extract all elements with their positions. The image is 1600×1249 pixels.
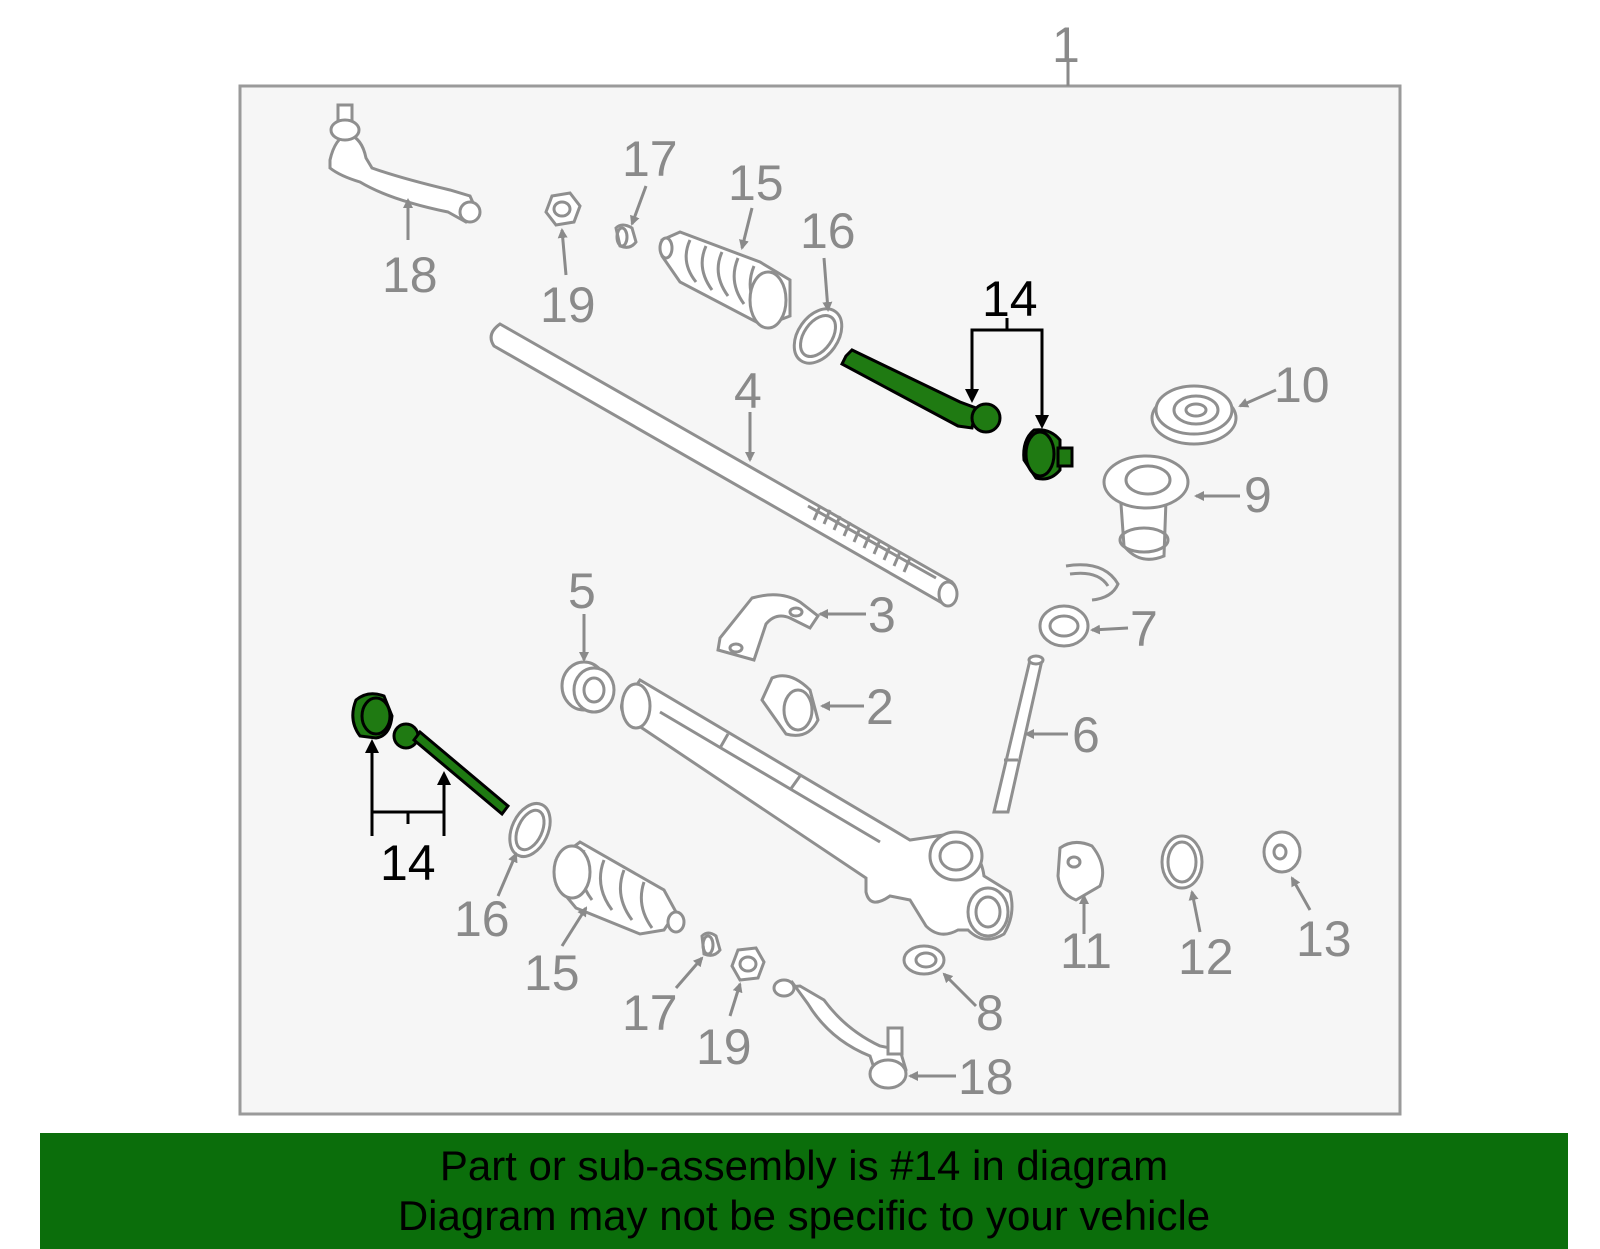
part-snap-ring <box>1065 563 1120 602</box>
part-11-plug <box>1056 841 1105 902</box>
part-18-tie-rod-end-bottom <box>772 978 908 1090</box>
callout-19-top: 19 <box>540 277 596 333</box>
callout-12: 12 <box>1178 929 1234 985</box>
part-1-rack-housing <box>620 677 1014 941</box>
callout-18-bottom: 18 <box>958 1049 1014 1105</box>
callout-6: 6 <box>1072 707 1100 763</box>
callout-1: 1 <box>1052 17 1080 73</box>
part-19-nut-top <box>544 191 582 227</box>
banner-line-2: Diagram may not be specific to your vehi… <box>397 1192 1211 1239</box>
callout-2: 2 <box>866 679 894 735</box>
banner-line-1: Part or sub-assembly is #14 in diagram <box>439 1142 1169 1189</box>
callout-17-bottom: 17 <box>622 985 678 1041</box>
part-17-clip-bottom <box>700 931 722 957</box>
part-4-rack-bar <box>489 322 959 608</box>
part-19-nut-bottom <box>730 946 766 982</box>
part-13-nut <box>1262 830 1302 874</box>
part-17-clip-top <box>614 223 638 249</box>
diagram-frame <box>238 84 1402 1116</box>
callout-16-top: 16 <box>800 203 856 259</box>
callout-4: 4 <box>734 363 762 419</box>
callout-14-bottom: 14 <box>380 835 436 891</box>
part-6-shaft <box>992 654 1045 814</box>
callout-16-bottom: 16 <box>454 891 510 947</box>
callout-14-top: 14 <box>982 271 1038 327</box>
part-16-clamp-top <box>792 307 844 365</box>
callout-17-top: 17 <box>622 131 678 187</box>
part-10-cap <box>1150 384 1238 446</box>
part-14-inner-tie-rod-top <box>840 348 1074 481</box>
callout-19-bottom: 19 <box>696 1019 752 1075</box>
callout-15-bottom: 15 <box>524 945 580 1001</box>
part-9-housing <box>1102 454 1190 561</box>
part-5-bushing <box>560 660 616 714</box>
info-banner: Part or sub-assembly is #14 in diagram D… <box>40 1133 1568 1249</box>
callout-13: 13 <box>1296 911 1352 967</box>
callout-7: 7 <box>1130 601 1158 657</box>
callout-10: 10 <box>1274 357 1330 413</box>
callout-3: 3 <box>868 587 896 643</box>
part-7-bearing <box>1038 604 1090 648</box>
part-18-tie-rod-end-top <box>328 103 482 224</box>
callout-15-top: 15 <box>728 155 784 211</box>
part-15-boot-top <box>658 230 792 330</box>
part-8-seal <box>902 944 946 976</box>
callout-18-top: 18 <box>382 247 438 303</box>
part-3-bracket <box>716 593 821 662</box>
callout-5: 5 <box>568 563 596 619</box>
callout-9: 9 <box>1244 467 1272 523</box>
part-12-cap <box>1160 834 1204 890</box>
callout-11: 11 <box>1060 923 1112 979</box>
callout-8: 8 <box>976 985 1004 1041</box>
part-2-bushing <box>760 674 820 737</box>
part-14-inner-tie-rod-bottom <box>351 692 511 817</box>
part-16-clamp-bottom <box>508 802 552 858</box>
